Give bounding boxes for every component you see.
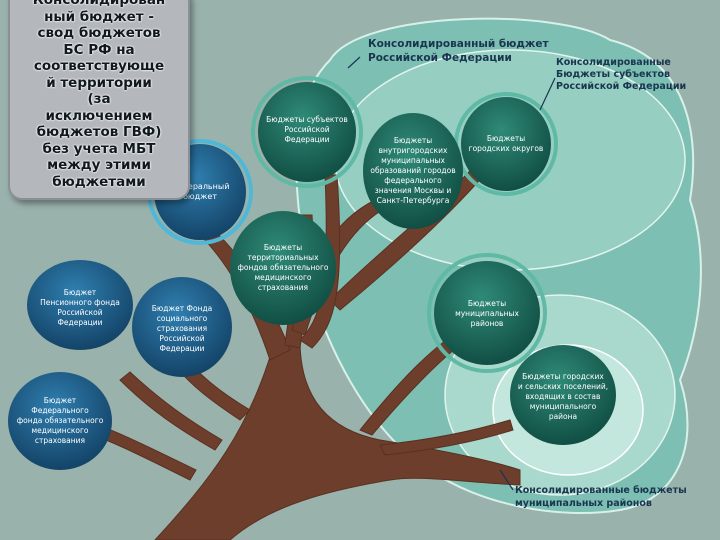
subjects-budget-label: Бюджеты субъектов Российской Федерации <box>266 115 348 144</box>
social-fund-label: Бюджет Фонда социального страхования Рос… <box>151 304 213 353</box>
subjects-halo <box>251 76 363 188</box>
municipal-budget-label: Бюджеты муниципальных районов <box>455 299 519 328</box>
territorial-funds-bubble <box>230 211 336 325</box>
municipal-halo <box>427 253 547 373</box>
caption-consolidated-municipal-districts: Консолидированные бюджеты муниципальных … <box>515 485 687 509</box>
settlements-bubble <box>510 345 616 445</box>
federal-budget-label: Федеральный бюджет <box>170 182 230 201</box>
pension-fund-label: Бюджет Пенсионного фонда Российской Феде… <box>40 288 120 327</box>
caption-consolidated-russia: Консолидированный бюджет Российской Феде… <box>368 38 549 64</box>
caption-subjects-pointer <box>539 77 556 111</box>
intracity-budget-label: Бюджеты внутригородских муниципальных об… <box>370 136 456 205</box>
definition-note: Консолидирован ный бюджет - свод бюджето… <box>8 0 190 200</box>
social-fund-bubble <box>132 277 232 377</box>
caption-russia-pointer <box>347 56 361 69</box>
caption-consolidated-subjects: Консолидированные Бюджеты субъектов Росс… <box>556 57 687 92</box>
territorial-funds-label: Бюджеты территориальных фондов обязатель… <box>237 243 329 292</box>
city-districts-label: Бюджеты городских округов <box>468 134 544 153</box>
federal-fund-bubble <box>8 372 112 470</box>
caption-municipal-pointer <box>499 469 514 491</box>
subjects-budget-bubble <box>258 82 356 182</box>
municipal-bubble <box>434 261 540 365</box>
pension-fund-bubble <box>27 260 133 350</box>
settlements-budget-label: Бюджеты городских и сельских поселений, … <box>517 372 609 421</box>
federal-fund-label: Бюджет Федерального фонда обязательного … <box>16 396 104 445</box>
intracity-budget-bubble <box>363 113 463 229</box>
city-districts-bubble <box>461 97 551 191</box>
definition-text: Консолидирован ный бюджет - свод бюджето… <box>32 0 166 190</box>
